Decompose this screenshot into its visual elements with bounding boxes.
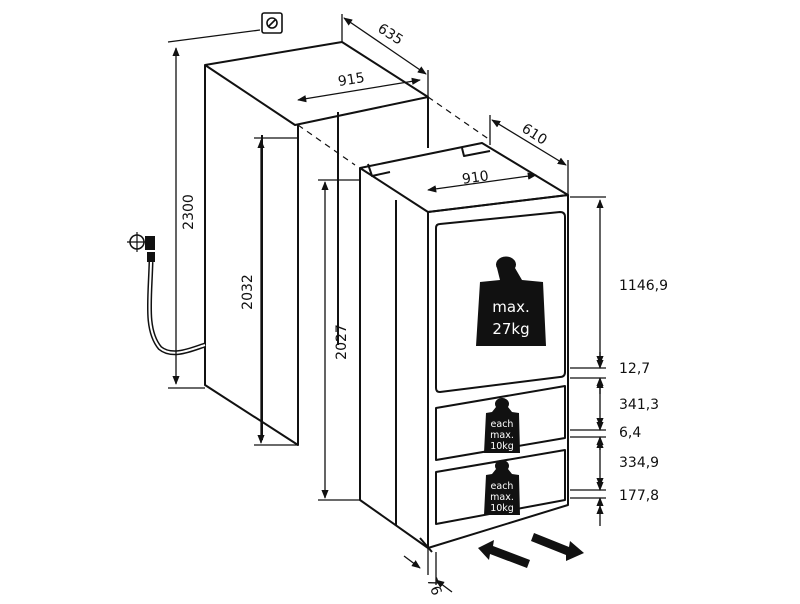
airflow-out-arrow bbox=[531, 533, 584, 561]
dim-gap-1: 12,7 bbox=[619, 361, 650, 377]
dim-plinth: 177,8 bbox=[619, 488, 659, 504]
upper-drawer bbox=[435, 385, 566, 461]
weight-drawer2-line2: max. bbox=[490, 492, 514, 503]
niche-cabinet bbox=[204, 41, 429, 446]
dim-door-upper: 1146,9 bbox=[619, 278, 668, 294]
dimension-lines bbox=[167, 14, 606, 593]
weight-drawer2-line3: 10kg bbox=[490, 503, 514, 514]
weight-drawer1-line3: 10kg bbox=[490, 441, 514, 452]
water-connection-icon bbox=[127, 232, 206, 356]
airflow-in-arrow bbox=[478, 540, 530, 568]
weight-drawer1-line1: each bbox=[491, 419, 514, 430]
weight-icon: each max. 10kg bbox=[484, 397, 520, 453]
upper-door bbox=[435, 211, 566, 393]
dim-appliance-depth: 610 bbox=[519, 121, 550, 149]
dim-gap-2: 6,4 bbox=[619, 425, 641, 441]
dim-appliance-width: 910 bbox=[461, 168, 490, 188]
dim-plinth-depth: 76 bbox=[423, 576, 444, 598]
lower-drawer bbox=[435, 449, 566, 525]
appliance-fronts bbox=[419, 211, 566, 553]
weight-icon: each max. 10kg bbox=[484, 459, 520, 515]
dim-niche-width: 915 bbox=[337, 70, 366, 90]
dim-drawer-lower: 334,9 bbox=[619, 455, 659, 471]
dim-drawer-upper: 341,3 bbox=[619, 397, 659, 413]
niche-hidden-edges bbox=[297, 96, 491, 166]
weight-upper-line1: max. bbox=[492, 298, 529, 316]
weight-upper-line2: 27kg bbox=[492, 320, 529, 338]
dim-niche-depth: 635 bbox=[375, 21, 406, 49]
dim-niche-height: 2032 bbox=[240, 274, 256, 310]
power-socket-icon bbox=[261, 12, 283, 34]
dim-niche-height-total: 2300 bbox=[181, 194, 197, 230]
dim-appliance-height: 2027 bbox=[334, 324, 350, 360]
weight-drawer2-line1: each bbox=[491, 481, 514, 492]
weight-icon: max. 27kg bbox=[476, 256, 546, 346]
weight-drawer1-line2: max. bbox=[490, 430, 514, 441]
